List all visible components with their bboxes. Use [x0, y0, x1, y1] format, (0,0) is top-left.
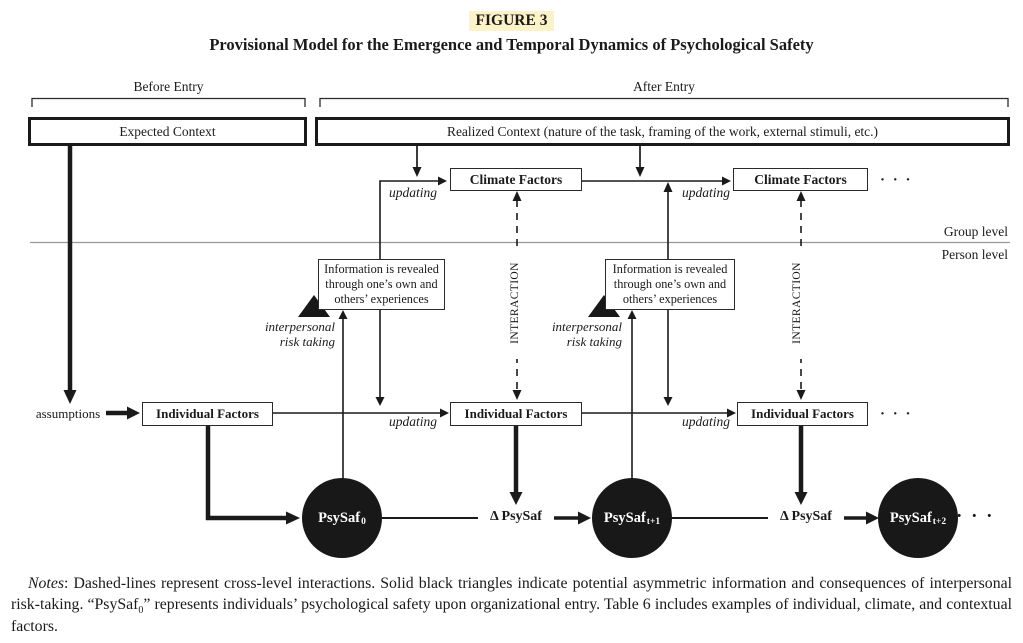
updating-line-1	[379, 180, 439, 398]
psysaf-t2-subscript: t+2	[932, 517, 947, 527]
realized-context-box: Realized Context (nature of the task, fr…	[315, 117, 1010, 146]
updating-label-top-2: updating	[681, 185, 730, 200]
arrowhead	[512, 191, 522, 201]
arrowhead	[286, 511, 300, 525]
arrowhead	[438, 176, 447, 186]
updating-label-bottom-2: updating	[681, 414, 730, 429]
individual-factors-box-3: Individual Factors	[737, 402, 868, 426]
delta-psysaf-label-2: Δ PsySaf	[768, 509, 844, 525]
notes-paragraph: Notes: Dashed-lines represent cross-leve…	[11, 574, 1012, 638]
before-entry-label: Before Entry	[133, 79, 204, 94]
arrowhead	[866, 511, 879, 525]
psysaf-0-label: PsySaf	[318, 509, 361, 526]
arrowhead	[627, 310, 637, 319]
notes-text-2: ” represents individuals’ psychological …	[11, 595, 1012, 636]
figure-label: FIGURE 3	[468, 11, 555, 31]
arrowhead	[727, 408, 736, 418]
asymmetry-triangle-2	[588, 295, 620, 317]
arrowhead	[375, 397, 385, 406]
info-revealed-box-1: Information is revealed through one’s ow…	[318, 259, 445, 310]
psysaf-ellipsis: · · ·	[956, 506, 995, 527]
arrowhead	[512, 390, 522, 400]
climate-factors-box-1: Climate Factors	[450, 168, 582, 191]
arrowhead	[794, 492, 808, 505]
arrowhead	[440, 408, 449, 418]
arrowhead	[722, 176, 731, 186]
group-level-label: Group level	[943, 224, 1008, 239]
interpersonal-risk-label-1: interpersonal risk taking	[264, 319, 335, 350]
arrow-individual1-to-psysaf0	[205, 426, 286, 521]
individual-ellipsis: · · ·	[880, 406, 913, 422]
arrowhead	[338, 310, 348, 319]
arrowhead	[578, 511, 591, 525]
notes-label: Notes	[28, 575, 64, 592]
arrowhead	[127, 406, 140, 420]
climate-factors-box-2: Climate Factors	[733, 168, 868, 191]
interpersonal-risk-label-2: interpersonal risk taking	[551, 319, 622, 350]
arrowhead	[796, 191, 806, 201]
arrowhead	[796, 390, 806, 400]
after-entry-label: After Entry	[633, 79, 695, 94]
figure-subtitle: Provisional Model for the Emergence and …	[209, 35, 814, 54]
arrowhead	[635, 167, 645, 177]
bracket-after-entry	[319, 97, 1009, 107]
individual-factors-box-2: Individual Factors	[450, 402, 582, 426]
arrowhead	[63, 390, 77, 404]
arrowhead	[509, 492, 523, 505]
updating-label-top-1: updating	[388, 185, 437, 200]
psysaf-t2-label: PsySaf	[889, 509, 932, 526]
psysaf-t1-subscript: t+1	[646, 517, 661, 527]
arrowhead	[663, 397, 673, 406]
interaction-label-2: INTERACTION	[789, 247, 805, 359]
info-revealed-box-2: Information is revealed through one’s ow…	[605, 259, 735, 310]
arrowhead	[412, 167, 422, 177]
psysaf-t1-label: PsySaf	[603, 509, 646, 526]
notes-text-1: : Dashed-lines represent cross-level int…	[11, 575, 1012, 613]
figure-header: FIGURE 3	[0, 11, 1023, 31]
climate-ellipsis: · · ·	[880, 172, 913, 188]
interaction-label-1: INTERACTION	[507, 247, 523, 359]
individual-factors-box-1: Individual Factors	[142, 402, 273, 426]
expected-context-box: Expected Context	[28, 117, 307, 146]
assumptions-label: assumptions	[35, 406, 101, 421]
updating-label-bottom-1: updating	[388, 414, 437, 429]
psysaf-0-subscript: 0	[361, 517, 366, 527]
asymmetry-triangle-1	[298, 295, 330, 317]
notes-subscript: 0	[138, 605, 144, 616]
person-level-label: Person level	[941, 247, 1008, 262]
arrowhead	[663, 182, 673, 192]
bracket-before-entry	[31, 97, 306, 107]
delta-psysaf-label-1: Δ PsySaf	[478, 509, 554, 525]
